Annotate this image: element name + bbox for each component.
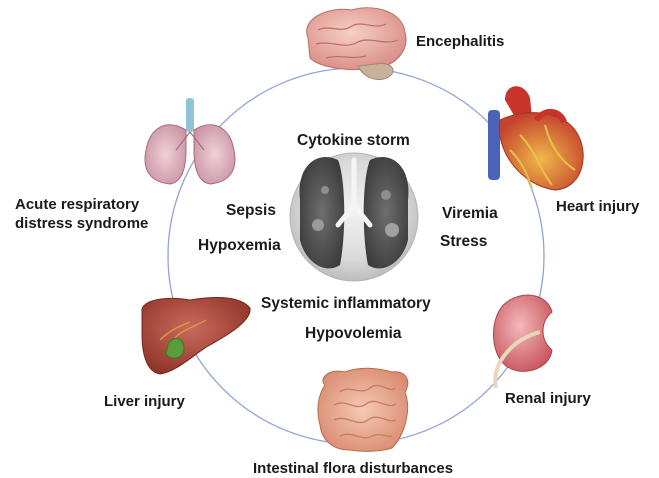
center-term-stress: Stress: [440, 232, 487, 251]
center-title: Cytokine storm: [297, 131, 410, 150]
label-liver-injury: Liver injury: [104, 392, 185, 411]
brain-icon: [307, 8, 406, 80]
heart-icon: [488, 86, 583, 190]
center-term-hypoxemia: Hypoxemia: [198, 236, 281, 255]
ct-scan-icon: [290, 153, 418, 281]
label-renal-injury: Renal injury: [505, 389, 591, 408]
label-intestinal-flora: Intestinal flora disturbances: [253, 459, 453, 478]
label-heart-injury: Heart injury: [556, 197, 639, 216]
liver-icon: [142, 298, 250, 374]
intestine-icon: [318, 368, 408, 451]
label-encephalitis: Encephalitis: [416, 32, 504, 51]
lungs-icon: [145, 98, 235, 184]
label-ards-line2: distress syndrome: [15, 214, 148, 233]
center-term-sepsis: Sepsis: [226, 201, 276, 220]
label-ards-line1: Acute respiratory: [15, 195, 139, 214]
center-term-hypovolemia: Hypovolemia: [305, 324, 401, 343]
center-term-viremia: Viremia: [442, 204, 498, 223]
center-term-systemic-inflammatory: Systemic inflammatory: [261, 294, 431, 313]
